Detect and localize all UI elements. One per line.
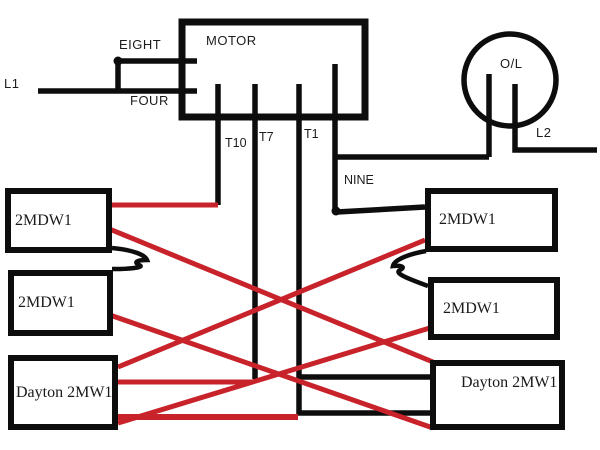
box-right-dayton-label: Dayton 2MW1 bbox=[461, 374, 558, 391]
left-wire-join-brace bbox=[111, 245, 151, 272]
box-right-middle-label: 2MDW1 bbox=[443, 299, 500, 317]
box-left-top-2mdw1: 2MDW1 bbox=[5, 188, 112, 253]
label-four: FOUR bbox=[130, 93, 169, 108]
box-left-middle-label: 2MDW1 bbox=[18, 294, 75, 311]
box-left-dayton-label: Dayton 2MW1 bbox=[16, 383, 113, 401]
red-link-left-dayton-to-right-middle bbox=[117, 324, 434, 426]
label-t10: T10 bbox=[225, 136, 247, 150]
label-t1: T1 bbox=[304, 127, 319, 141]
box-right-top-label: 2MDW1 bbox=[439, 211, 496, 228]
box-left-top-label: 2MDW1 bbox=[15, 211, 72, 229]
motor-outline bbox=[178, 18, 369, 121]
box-left-dayton: Dayton 2MW1 bbox=[8, 355, 118, 430]
label-nine: NINE bbox=[344, 173, 374, 187]
label-eight: EIGHT bbox=[119, 37, 162, 52]
red-link-left-middle-to-right-dayton bbox=[109, 312, 434, 431]
box-left-middle-2mdw1: 2MDW1 bbox=[8, 270, 113, 336]
right-wire-join-brace bbox=[390, 248, 429, 289]
label-motor: MOTOR bbox=[206, 33, 257, 48]
red-link-left-top-to-right-dayton bbox=[106, 225, 434, 365]
overload-circle bbox=[461, 31, 559, 129]
box-right-dayton: Dayton 2MW1 bbox=[430, 360, 565, 430]
junction-dot-nine bbox=[331, 206, 341, 216]
wire-nine-to-box bbox=[336, 204, 426, 215]
junction-dot-eight bbox=[113, 56, 123, 66]
box-right-top-2mdw1: 2MDW1 bbox=[425, 188, 558, 252]
label-t7: T7 bbox=[259, 130, 274, 144]
box-right-middle-2mdw1: 2MDW1 bbox=[428, 277, 560, 340]
label-l1: L1 bbox=[4, 76, 20, 91]
overload-right-lead-l2 bbox=[512, 84, 597, 153]
label-overload: O/L bbox=[500, 56, 523, 71]
red-link-left-dayton-to-right-top bbox=[117, 237, 426, 370]
label-l2: L2 bbox=[536, 125, 552, 140]
